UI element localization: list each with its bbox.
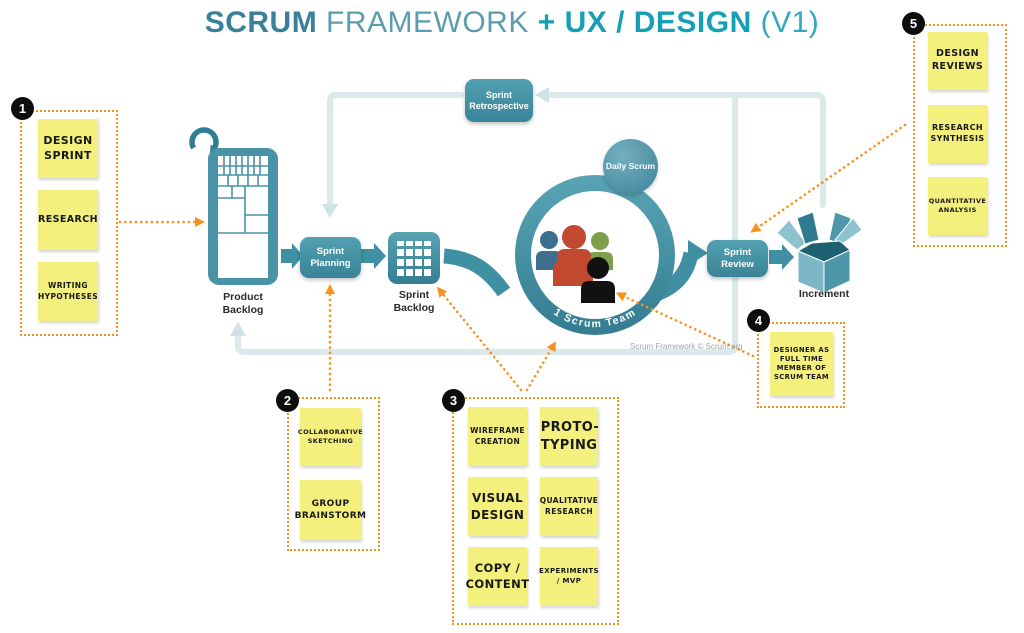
sticky-note: RESEARCH SYNTHESIS	[928, 105, 987, 163]
group-3-badge: 3	[442, 389, 465, 412]
sticky-note: QUALITATIVE RESEARCH	[540, 477, 598, 536]
sprint-backlog-grid-icon	[388, 232, 440, 284]
sticky-note: WIREFRAME CREATION	[468, 407, 527, 466]
group-3-box	[452, 397, 619, 625]
product-backlog-label: Product Backlog	[222, 291, 264, 317]
group-5-box	[913, 24, 1007, 247]
person-black-icon	[581, 257, 615, 303]
sticky-note: COLLABORATIVE SKETCHING	[298, 408, 363, 466]
group-5-badge: 5	[902, 12, 925, 35]
person-red-front-icon	[553, 261, 593, 286]
attribution-text: Scrum Framework © Scrum.org	[630, 342, 743, 351]
title-ux-design: UX / DESIGN	[564, 6, 761, 39]
product-backlog-icon	[189, 127, 278, 285]
title-plus: +	[537, 6, 565, 39]
sticky-note: DESIGN REVIEWS	[928, 32, 987, 90]
refresh-icon	[189, 127, 220, 156]
title-version: (V1)	[760, 6, 820, 39]
sticky-note: WRITING HYPOTHESES	[38, 262, 98, 321]
group-4-box	[757, 322, 845, 408]
group-4-badge: 4	[747, 309, 770, 332]
sprint-planning-box: Sprint Planning	[300, 237, 361, 278]
title-scrum: SCRUM	[204, 6, 327, 39]
sticky-note: DESIGNER AS FULL TIME MEMBER OF SCRUM TE…	[770, 332, 833, 396]
group-2-badge: 2	[276, 389, 299, 412]
sprint-retrospective-box: Sprint Retrospective	[465, 79, 533, 122]
sticky-note: DESIGN SPRINT	[38, 119, 98, 178]
increment-label: Increment	[798, 288, 850, 300]
group-2-box	[287, 397, 380, 551]
annotation-arrows	[118, 123, 907, 392]
people-icons	[536, 225, 615, 303]
sticky-note: RESEARCH	[38, 190, 98, 250]
sticky-note: PROTO-TYPING	[540, 407, 599, 466]
sprint-backlog-label: Sprint Backlog	[393, 289, 435, 315]
page-title: SCRUM FRAMEWORK + UX / DESIGN (V1)	[0, 6, 1024, 40]
sticky-note: COPY / CONTENT	[466, 547, 529, 606]
group-1-badge: 1	[11, 97, 34, 120]
sprint-review-box: Sprint Review	[707, 240, 768, 277]
sticky-note: EXPERIMENTS / MVP	[539, 547, 599, 606]
sticky-note: VISUAL DESIGN	[468, 477, 527, 536]
sticky-note: GROUP BRAINSTORM	[295, 480, 366, 540]
daily-scrum-circle: Daily Scrum	[603, 139, 658, 194]
feedback-loop-lines	[230, 87, 826, 355]
increment-box-icon	[776, 211, 863, 294]
title-framework: FRAMEWORK	[326, 6, 538, 39]
group-1-box	[20, 110, 118, 336]
sticky-note: QUANTITATIVE ANALYSIS	[928, 177, 987, 235]
